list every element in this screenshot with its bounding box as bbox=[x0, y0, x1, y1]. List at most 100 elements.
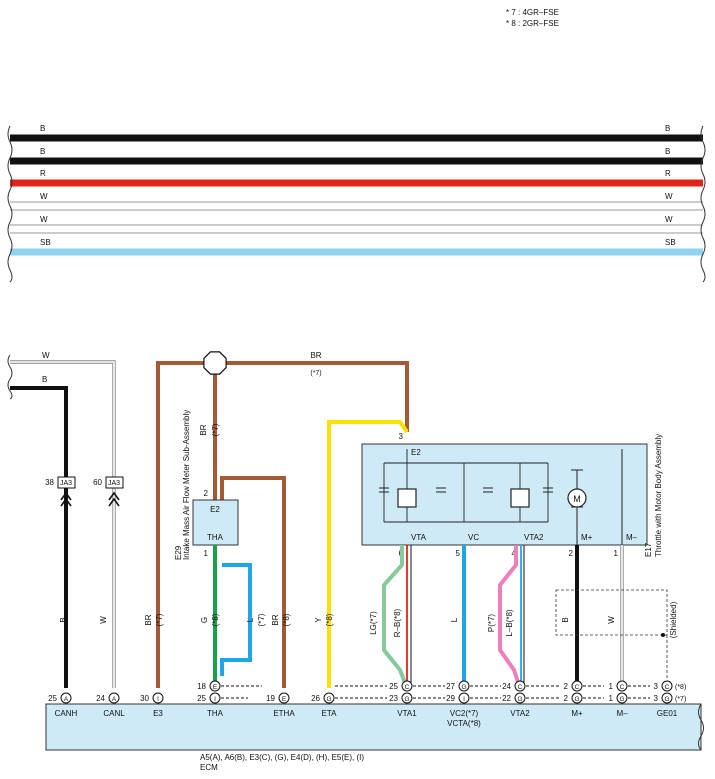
ecm-pin-number: 27 bbox=[446, 682, 455, 691]
wire-p-vta2 bbox=[498, 545, 522, 689]
ecm-pin-circle bbox=[278, 692, 290, 704]
ecm-pin-circle bbox=[661, 692, 673, 704]
e29-pin-2: 2 bbox=[204, 489, 209, 498]
ecm-connector-letter: C bbox=[665, 684, 670, 691]
ecm-connector-letter: C bbox=[518, 684, 523, 691]
bus-wire-label-left: W bbox=[40, 215, 48, 224]
wire-label-br: BR bbox=[310, 351, 321, 360]
ecm-pin-label: GE01 bbox=[657, 709, 678, 718]
ecm-name: ECM bbox=[200, 763, 218, 772]
ecm-pin-circle bbox=[60, 692, 72, 704]
ecm-pin-number: 26 bbox=[311, 694, 320, 703]
ecm-pin-label: ETA bbox=[322, 709, 338, 718]
lower-circuit: A5(A), A6(B), E3(C), (G), E4(D), (H), E5… bbox=[7, 351, 704, 772]
e17-capacitor bbox=[436, 487, 446, 493]
ecm-pin-note: (*7) bbox=[675, 696, 686, 703]
wire-color-label: BR bbox=[144, 614, 153, 625]
ecm-pin-label: VTA2 bbox=[510, 709, 530, 718]
wire-color-label: L bbox=[450, 617, 459, 622]
wire-color-label: B bbox=[59, 617, 68, 622]
ecm-pin-number: 25 bbox=[48, 694, 57, 703]
e17-pin-3: 3 bbox=[399, 432, 404, 441]
ecm-pin-circle bbox=[401, 692, 413, 704]
ecm-pin-circle bbox=[458, 692, 470, 704]
ecm-connectors: A5(A), A6(B), E3(C), (G), E4(D), (H), E5… bbox=[200, 753, 364, 762]
ecm-pin-label: VTA1 bbox=[397, 709, 417, 718]
ecm-pin-circle bbox=[209, 692, 221, 704]
wire-label-w: W bbox=[42, 351, 50, 360]
ja3-label: JA3 bbox=[108, 480, 120, 487]
ecm-pin-circle bbox=[401, 680, 413, 692]
bus-wire-label-right: B bbox=[665, 147, 670, 156]
ecm-pin-number: 24 bbox=[96, 694, 105, 703]
ecm-connector-letter: G bbox=[461, 684, 466, 691]
ja3-arrow bbox=[60, 491, 72, 507]
ecm-pin-circle bbox=[661, 680, 673, 692]
ecm-pin-circle bbox=[209, 680, 221, 692]
wire-color-label: (Shielded) bbox=[669, 601, 678, 638]
ecm-connector-letter: A bbox=[112, 696, 117, 703]
e17-motor-circuit bbox=[571, 449, 623, 545]
ecm-pin-label: ETHA bbox=[273, 709, 295, 718]
ecm-pin-label: E3 bbox=[153, 709, 163, 718]
ecm-break-mark bbox=[698, 703, 704, 751]
e17-name: Throttle with Motor Body Assembly bbox=[654, 434, 663, 557]
bus-wire-label-right: B bbox=[665, 124, 670, 133]
ecm-connector-letter: C bbox=[575, 684, 580, 691]
ecm-pin-circle bbox=[616, 680, 628, 692]
wire-b-canh bbox=[10, 386, 68, 688]
ecm-connector-letter: G bbox=[326, 696, 331, 703]
e17-code: E17 bbox=[644, 542, 653, 557]
wire-color-label: (*8) bbox=[211, 613, 220, 626]
ecm-connector-letter: C bbox=[620, 684, 625, 691]
ecm-pin-number: 30 bbox=[140, 694, 149, 703]
wire-color-label: BR bbox=[199, 424, 208, 435]
e17-capacitor bbox=[483, 487, 493, 493]
wire-color-label: W bbox=[99, 616, 108, 624]
ja3-pin: 60 bbox=[93, 478, 102, 487]
ecm-pin-circle bbox=[323, 692, 335, 704]
legend-line-2: * 8 : 2GR–FSE bbox=[506, 19, 559, 28]
ecm-connector-letter: G bbox=[404, 696, 409, 703]
ecm-connector-letter: I bbox=[463, 696, 465, 703]
ecm-connector-letter: C bbox=[405, 684, 410, 691]
e29-pin-e2: E2 bbox=[210, 505, 220, 514]
e17-pin-label: VTA2 bbox=[524, 533, 544, 542]
e17-pin-label: VTA bbox=[411, 533, 427, 542]
ecm-pin-number: 2 bbox=[564, 682, 569, 691]
bus-wire-label-right: R bbox=[665, 169, 671, 178]
wire-w-canl bbox=[10, 361, 115, 688]
wire-l-tha bbox=[220, 563, 252, 676]
e17-pin-label: M– bbox=[626, 533, 638, 542]
ecm-pin-circle bbox=[152, 692, 164, 704]
e17-sensor-element bbox=[397, 488, 417, 508]
ecm-connector-letter: E bbox=[213, 684, 218, 691]
ecm-pin-note: (*8) bbox=[675, 684, 686, 691]
shield-box bbox=[555, 589, 668, 636]
ecm-pin-label: CANH bbox=[55, 709, 78, 718]
ecm-pin-number: 25 bbox=[197, 694, 206, 703]
legend-line-1: * 7 : 4GR–FSE bbox=[506, 8, 559, 17]
ja3-connector bbox=[57, 476, 76, 489]
ecm-pin-number: 23 bbox=[389, 694, 398, 703]
ecm-pin-number: 1 bbox=[609, 682, 614, 691]
wire-break-mark bbox=[7, 354, 13, 400]
wire-br-etha bbox=[220, 476, 286, 688]
ecm-pin-label: CANL bbox=[103, 709, 125, 718]
wire-br-e17 bbox=[215, 361, 409, 432]
wire-color-label: W bbox=[607, 616, 616, 624]
e29-box bbox=[192, 499, 239, 546]
e17-capacitor bbox=[543, 487, 553, 493]
ecm-pin-circle bbox=[108, 692, 120, 704]
wire-color-label: G bbox=[200, 617, 209, 623]
e29-pin-tha: THA bbox=[207, 533, 224, 542]
ecm-connector-letter: A bbox=[64, 696, 69, 703]
ecm-pin-number: 29 bbox=[446, 694, 455, 703]
wire-br-e3 bbox=[156, 361, 215, 688]
ecm-pin-circle bbox=[514, 680, 526, 692]
ecm-pin-circle bbox=[571, 692, 583, 704]
wire-lg-vta1 bbox=[382, 545, 409, 689]
wire-color-label: (*7) bbox=[257, 613, 266, 626]
